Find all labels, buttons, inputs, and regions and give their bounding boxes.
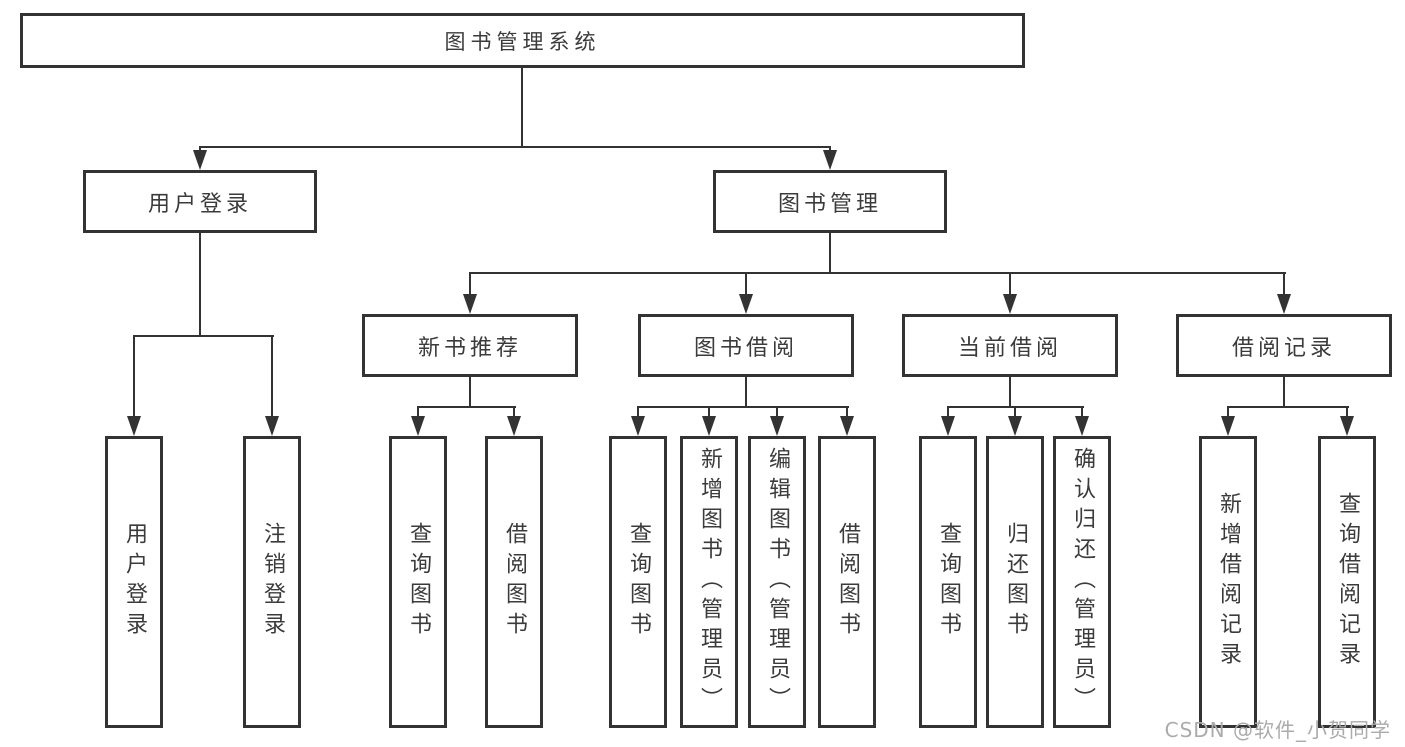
- leaf-current-return-books: 归还图书: [986, 436, 1044, 728]
- arrow-head-icon: [840, 416, 854, 436]
- connector-line: [469, 272, 471, 298]
- connector-line: [1228, 406, 1349, 408]
- arrow-head-icon: [1003, 294, 1017, 314]
- arrow-head-icon: [507, 416, 521, 436]
- leaf-label: 注销登录: [260, 522, 285, 642]
- connector-line: [199, 233, 201, 337]
- connector-line: [776, 406, 778, 419]
- arrow-head-icon: [265, 416, 279, 436]
- leaf-borrow-add-books-admin: 新增图书（管理员）: [680, 436, 738, 728]
- connector-line: [638, 406, 849, 408]
- arrow-head-icon: [941, 416, 955, 436]
- arrow-head-icon: [1008, 416, 1022, 436]
- connector-line: [1009, 377, 1011, 408]
- connector-line: [947, 406, 949, 419]
- node-book-management: 图书管理: [713, 170, 947, 233]
- connector-line: [1014, 406, 1016, 419]
- arrow-head-icon: [463, 294, 477, 314]
- connector-line: [745, 272, 747, 298]
- connector-line: [829, 233, 831, 274]
- arrow-head-icon: [631, 416, 645, 436]
- connector-line: [1081, 406, 1083, 419]
- leaf-recommend-borrow-books: 借阅图书: [485, 436, 543, 728]
- node-library-management-system: 图书管理系统: [20, 13, 1025, 68]
- arrow-head-icon: [1075, 416, 1089, 436]
- leaf-recommend-query-books: 查询图书: [389, 436, 447, 728]
- leaf-label: 借阅图书: [835, 522, 860, 642]
- leaf-label: 查询图书: [936, 522, 961, 642]
- leaf-borrow-query-books: 查询图书: [609, 436, 667, 728]
- node-borrow-records: 借阅记录: [1176, 314, 1392, 377]
- connector-line: [1009, 272, 1011, 298]
- arrow-head-icon: [1340, 416, 1354, 436]
- connector-line: [418, 406, 516, 408]
- connector-line: [469, 377, 471, 408]
- leaf-current-query-books: 查询图书: [919, 436, 977, 728]
- connector-line: [708, 406, 710, 419]
- leaf-current-confirm-return-admin: 确认归还（管理员）: [1053, 436, 1111, 728]
- arrow-head-icon: [193, 150, 207, 170]
- connector-line: [134, 335, 274, 337]
- leaf-records-add-borrow-record: 新增借阅记录: [1199, 436, 1257, 728]
- leaf-records-query-borrow-record: 查询借阅记录: [1318, 436, 1376, 728]
- connector-line: [846, 406, 848, 419]
- csdn-watermark: CSDN @软件_小贺同学: [1164, 718, 1391, 742]
- arrow-head-icon: [739, 294, 753, 314]
- connector-line: [199, 146, 831, 148]
- leaf-logout: 注销登录: [243, 436, 301, 728]
- connector-line: [745, 377, 747, 408]
- leaf-label: 用户登录: [122, 522, 147, 642]
- connector-line: [1227, 406, 1229, 419]
- connector-line: [271, 335, 273, 419]
- leaf-label: 查询图书: [406, 522, 431, 642]
- connector-line: [1283, 377, 1285, 408]
- leaf-label: 编辑图书（管理员）: [765, 447, 790, 717]
- node-current-borrow: 当前借阅: [902, 314, 1118, 377]
- connector-line: [513, 406, 515, 419]
- node-user-login: 用户登录: [83, 170, 317, 233]
- leaf-label: 查询图书: [626, 522, 651, 642]
- node-book-borrow: 图书借阅: [638, 314, 854, 377]
- connector-line: [1283, 272, 1285, 298]
- arrow-head-icon: [411, 416, 425, 436]
- connector-line: [133, 335, 135, 419]
- node-new-book-recommend: 新书推荐: [362, 314, 578, 377]
- arrow-head-icon: [770, 416, 784, 436]
- leaf-label: 新增借阅记录: [1216, 492, 1241, 672]
- leaf-label: 新增图书（管理员）: [697, 447, 722, 717]
- connector-line: [948, 406, 1084, 408]
- connector-line: [637, 406, 639, 419]
- leaf-label: 归还图书: [1003, 522, 1028, 642]
- leaf-label: 查询借阅记录: [1335, 492, 1360, 672]
- connector-line: [1346, 406, 1348, 419]
- leaf-label: 确认归还（管理员）: [1070, 447, 1095, 717]
- leaf-borrow-edit-books-admin: 编辑图书（管理员）: [748, 436, 806, 728]
- connector-line: [470, 272, 1286, 274]
- arrow-head-icon: [823, 150, 837, 170]
- arrow-head-icon: [1277, 294, 1291, 314]
- leaf-label: 借阅图书: [502, 522, 527, 642]
- leaf-borrow-borrow-books: 借阅图书: [818, 436, 876, 728]
- leaf-user-login: 用户登录: [105, 436, 163, 728]
- connector-line: [521, 68, 523, 148]
- connector-line: [417, 406, 419, 419]
- arrow-head-icon: [702, 416, 716, 436]
- arrow-head-icon: [127, 416, 141, 436]
- arrow-head-icon: [1221, 416, 1235, 436]
